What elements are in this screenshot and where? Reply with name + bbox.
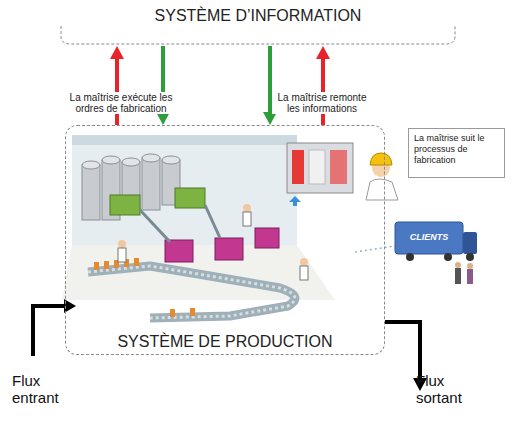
worker-head: [300, 258, 308, 266]
person-body: [455, 268, 461, 284]
node-text-group: SYSTÈME D’INFORMATION: [58, 7, 458, 25]
control-panel: [287, 143, 353, 206]
arrow-caption: La maîtrise remonte les informations: [272, 92, 372, 114]
flow-label: Flux sortant: [416, 372, 478, 406]
pink-machine: [215, 238, 243, 260]
green-machine: [110, 195, 140, 215]
bottle: [134, 258, 139, 266]
node-text-group: La maîtrise suit le processus de fabrica…: [414, 133, 499, 166]
worker-body: [243, 212, 251, 226]
arrow-shaft: [115, 57, 119, 125]
worker-body: [300, 266, 308, 280]
person-body: [467, 269, 473, 284]
bottle: [104, 261, 109, 269]
silos: [82, 154, 180, 220]
panel-frame: [287, 143, 353, 193]
panel-bar: [330, 150, 347, 184]
production-system: SYSTÈME DE PRODUCTION: [65, 125, 385, 355]
worker-body: [118, 248, 126, 262]
customers: [455, 262, 473, 284]
truck-label: CLIENTS: [398, 232, 460, 242]
flow-arrows: [33, 299, 427, 391]
silo-top: [82, 161, 100, 169]
note-box: La maîtrise suit le processus de fabrica…: [408, 128, 505, 178]
incoming-flow: [33, 306, 66, 356]
bracket-line: [61, 26, 455, 44]
wheel: [444, 253, 452, 261]
silo: [142, 158, 160, 210]
silo: [82, 165, 100, 220]
silo-top: [142, 154, 160, 162]
panel-arrow: [289, 196, 301, 206]
truck-cab: [463, 232, 477, 254]
delivery-link: [355, 246, 395, 252]
silo-top: [122, 158, 140, 166]
conveyor-rollers: [88, 266, 295, 318]
supervisor-body: [366, 179, 398, 200]
truck-box: [395, 222, 463, 254]
supervisor-icon: [366, 153, 398, 200]
node-text: La maîtrise suit le processus de fabrica…: [414, 133, 499, 166]
bottle: [190, 308, 195, 316]
truck: [395, 222, 477, 261]
node-text: SYSTÈME DE PRODUCTION: [66, 333, 384, 351]
information-system: SYSTÈME D’INFORMATION: [58, 4, 458, 46]
bottle: [170, 309, 175, 317]
panel-screen: [309, 150, 325, 184]
pink-machine: [165, 240, 193, 262]
arrow-shaft: [321, 57, 325, 125]
chute: [140, 210, 170, 242]
pink-machine: [255, 228, 279, 248]
roof-beam: [72, 135, 297, 145]
person-head: [455, 262, 461, 268]
outgoing-flow: [385, 322, 420, 380]
conveyor-belt: [88, 266, 295, 318]
worker-head: [118, 240, 126, 248]
person-head: [467, 263, 473, 269]
node-text: SYSTÈME D’INFORMATION: [58, 7, 458, 25]
hard-hat: [370, 153, 392, 165]
conveyor: [88, 258, 295, 318]
workers: [118, 204, 308, 280]
machines: [110, 188, 279, 262]
arrow-caption: La maîtrise exécute les ordres de fabric…: [64, 92, 178, 114]
silo-top: [102, 156, 120, 164]
wheel: [406, 253, 414, 261]
arrow-head: [316, 46, 330, 59]
chute: [205, 205, 220, 238]
worker-head: [243, 204, 251, 212]
green-machine: [175, 188, 205, 208]
wheel: [466, 253, 474, 261]
panel-bar: [292, 150, 304, 184]
node-text-group: SYSTÈME DE PRODUCTION: [66, 333, 384, 351]
flow-label: Flux entrant: [12, 372, 74, 406]
bottle: [94, 262, 99, 270]
silo-top: [162, 156, 180, 164]
arrow-head: [110, 46, 124, 59]
